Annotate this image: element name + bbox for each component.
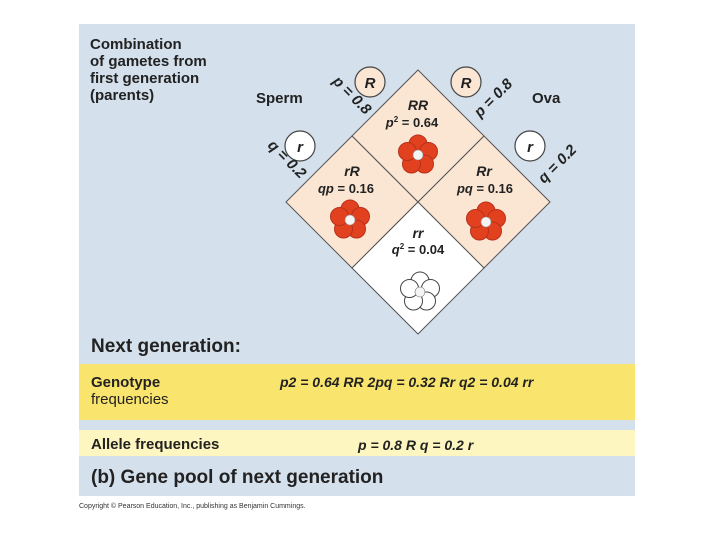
rR-left-genotype: rR xyxy=(344,163,360,179)
ova-r-allele: r xyxy=(527,139,534,156)
white-flower-rr xyxy=(400,271,440,311)
gene-pool-caption: (b) Gene pool of next generation xyxy=(91,467,384,488)
allele-frequency-band xyxy=(79,430,635,456)
red-flower-rR xyxy=(330,199,370,239)
rr-top-genotype: RR xyxy=(408,97,429,113)
heading-line-4: (parents) xyxy=(90,87,155,104)
Rr-right-freq: pq = 0.16 xyxy=(456,181,513,196)
rr-bottom-freq: q2 = 0.04 xyxy=(392,242,445,257)
rr-bottom-genotype: rr xyxy=(413,225,425,241)
red-flower-Rr xyxy=(466,201,506,241)
allele-frequency-values: p = 0.8 R q = 0.2 r xyxy=(358,437,474,453)
ova-R-allele: R xyxy=(461,75,472,92)
genotype-label-line-2: frequencies xyxy=(91,391,169,408)
genotype-label-line-1: Genotype xyxy=(91,374,161,391)
ova-label: Ova xyxy=(532,90,561,107)
sperm-R-allele: R xyxy=(365,75,376,92)
next-generation-heading: Next generation: xyxy=(91,336,241,357)
ova-R-gamete-circle xyxy=(450,66,482,98)
genotype-frequency-values: p2 = 0.64 RR 2pq = 0.32 Rr q2 = 0.04 rr xyxy=(280,374,534,390)
combination-heading: Combination of gametes from first genera… xyxy=(90,36,207,104)
sperm-label: Sperm xyxy=(256,90,303,107)
Rr-right-genotype: Rr xyxy=(476,163,493,179)
cell-rr xyxy=(351,201,485,335)
copyright-notice: Copyright © Pearson Education, Inc., pub… xyxy=(79,503,306,510)
ova-r-gamete-circle xyxy=(514,130,546,162)
sperm-r-allele: r xyxy=(297,139,304,156)
heading-line-2: of gametes from xyxy=(90,53,207,70)
rr-top-freq: p2 = 0.64 xyxy=(385,115,439,130)
red-flower-rr xyxy=(398,134,438,174)
rR-left-freq: qp = 0.16 xyxy=(318,181,374,196)
sperm-r-gamete-circle xyxy=(284,130,316,162)
heading-line-1: Combination xyxy=(90,36,182,53)
allele-frequencies-label: Allele frequencies xyxy=(91,436,220,453)
heading-line-3: first generation xyxy=(90,70,200,87)
genotype-frequencies-label: Genotype frequencies xyxy=(91,374,169,408)
genotype-frequency-band xyxy=(79,364,635,420)
sperm-R-gamete-circle xyxy=(354,66,386,98)
